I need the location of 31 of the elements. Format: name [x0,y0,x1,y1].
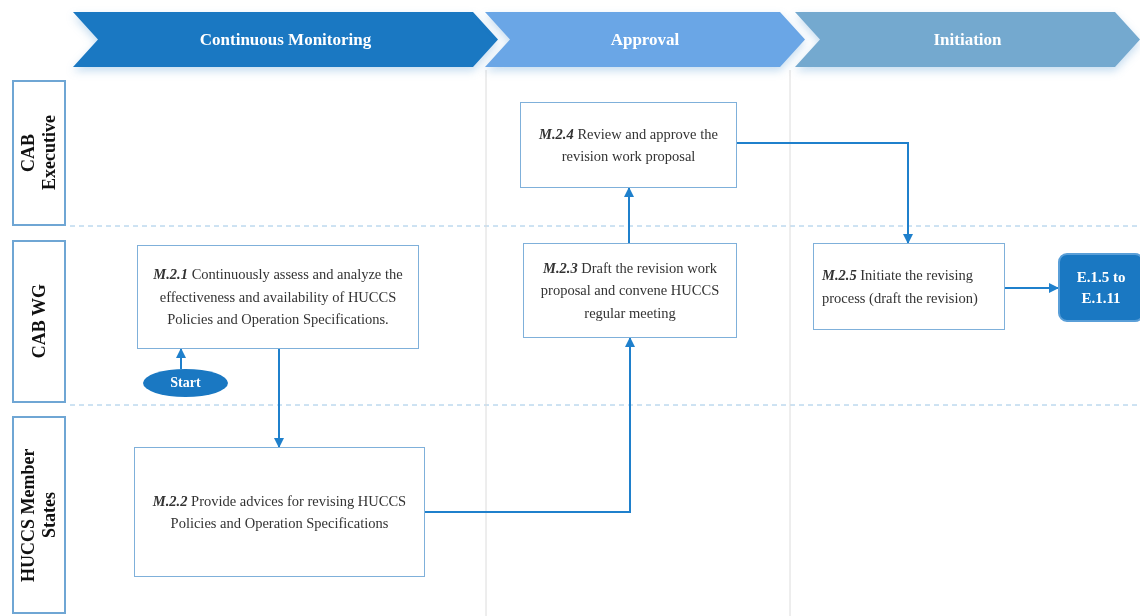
process-text: M.2.1 Continuously assess and analyze the effectiveness and availability of HUCCS Policies and Operation Specifications. [152,265,404,330]
swimlane-header [12,80,66,226]
process-text: M.2.3 Draft the revision work proposal and convene HUCCS regular meeting [539,258,721,323]
process-text: M.2.4 Review and approve the revision work proposal [538,124,719,166]
phase-title: Continuous Monitoring [199,29,372,50]
phase-banner [485,12,805,67]
phase-banner [795,12,1140,67]
process-box [813,243,1005,330]
swimlane-header [12,416,66,614]
phase-banner [73,12,498,67]
process-text: M.2.2 Provide advices for revising HUCCS Policies and Operation Specifications [151,491,408,533]
reference-label: E.1.5 to E.1.11 [1075,267,1127,308]
start-label: Start [170,374,201,393]
process-box [137,245,419,349]
process-box [520,102,737,188]
arrow [424,337,635,513]
phase-title: Initiation [933,29,1002,50]
arrow [624,187,634,244]
arrow [176,348,186,370]
arrow [274,348,284,448]
lane-label: CAB WG [28,284,50,359]
swimlane-header [12,240,66,403]
lane-label: HUCCS Member States [18,447,60,584]
process-text: M.2.5 Initiate the revising process (draft the revision) [822,266,979,308]
arrow [1004,283,1059,293]
process-box [134,447,425,577]
phase-title: Approval [610,29,680,50]
arrow [736,142,913,244]
reference-box [1058,253,1140,322]
process-box [523,243,737,338]
lane-label: CAB Executive [18,114,60,193]
